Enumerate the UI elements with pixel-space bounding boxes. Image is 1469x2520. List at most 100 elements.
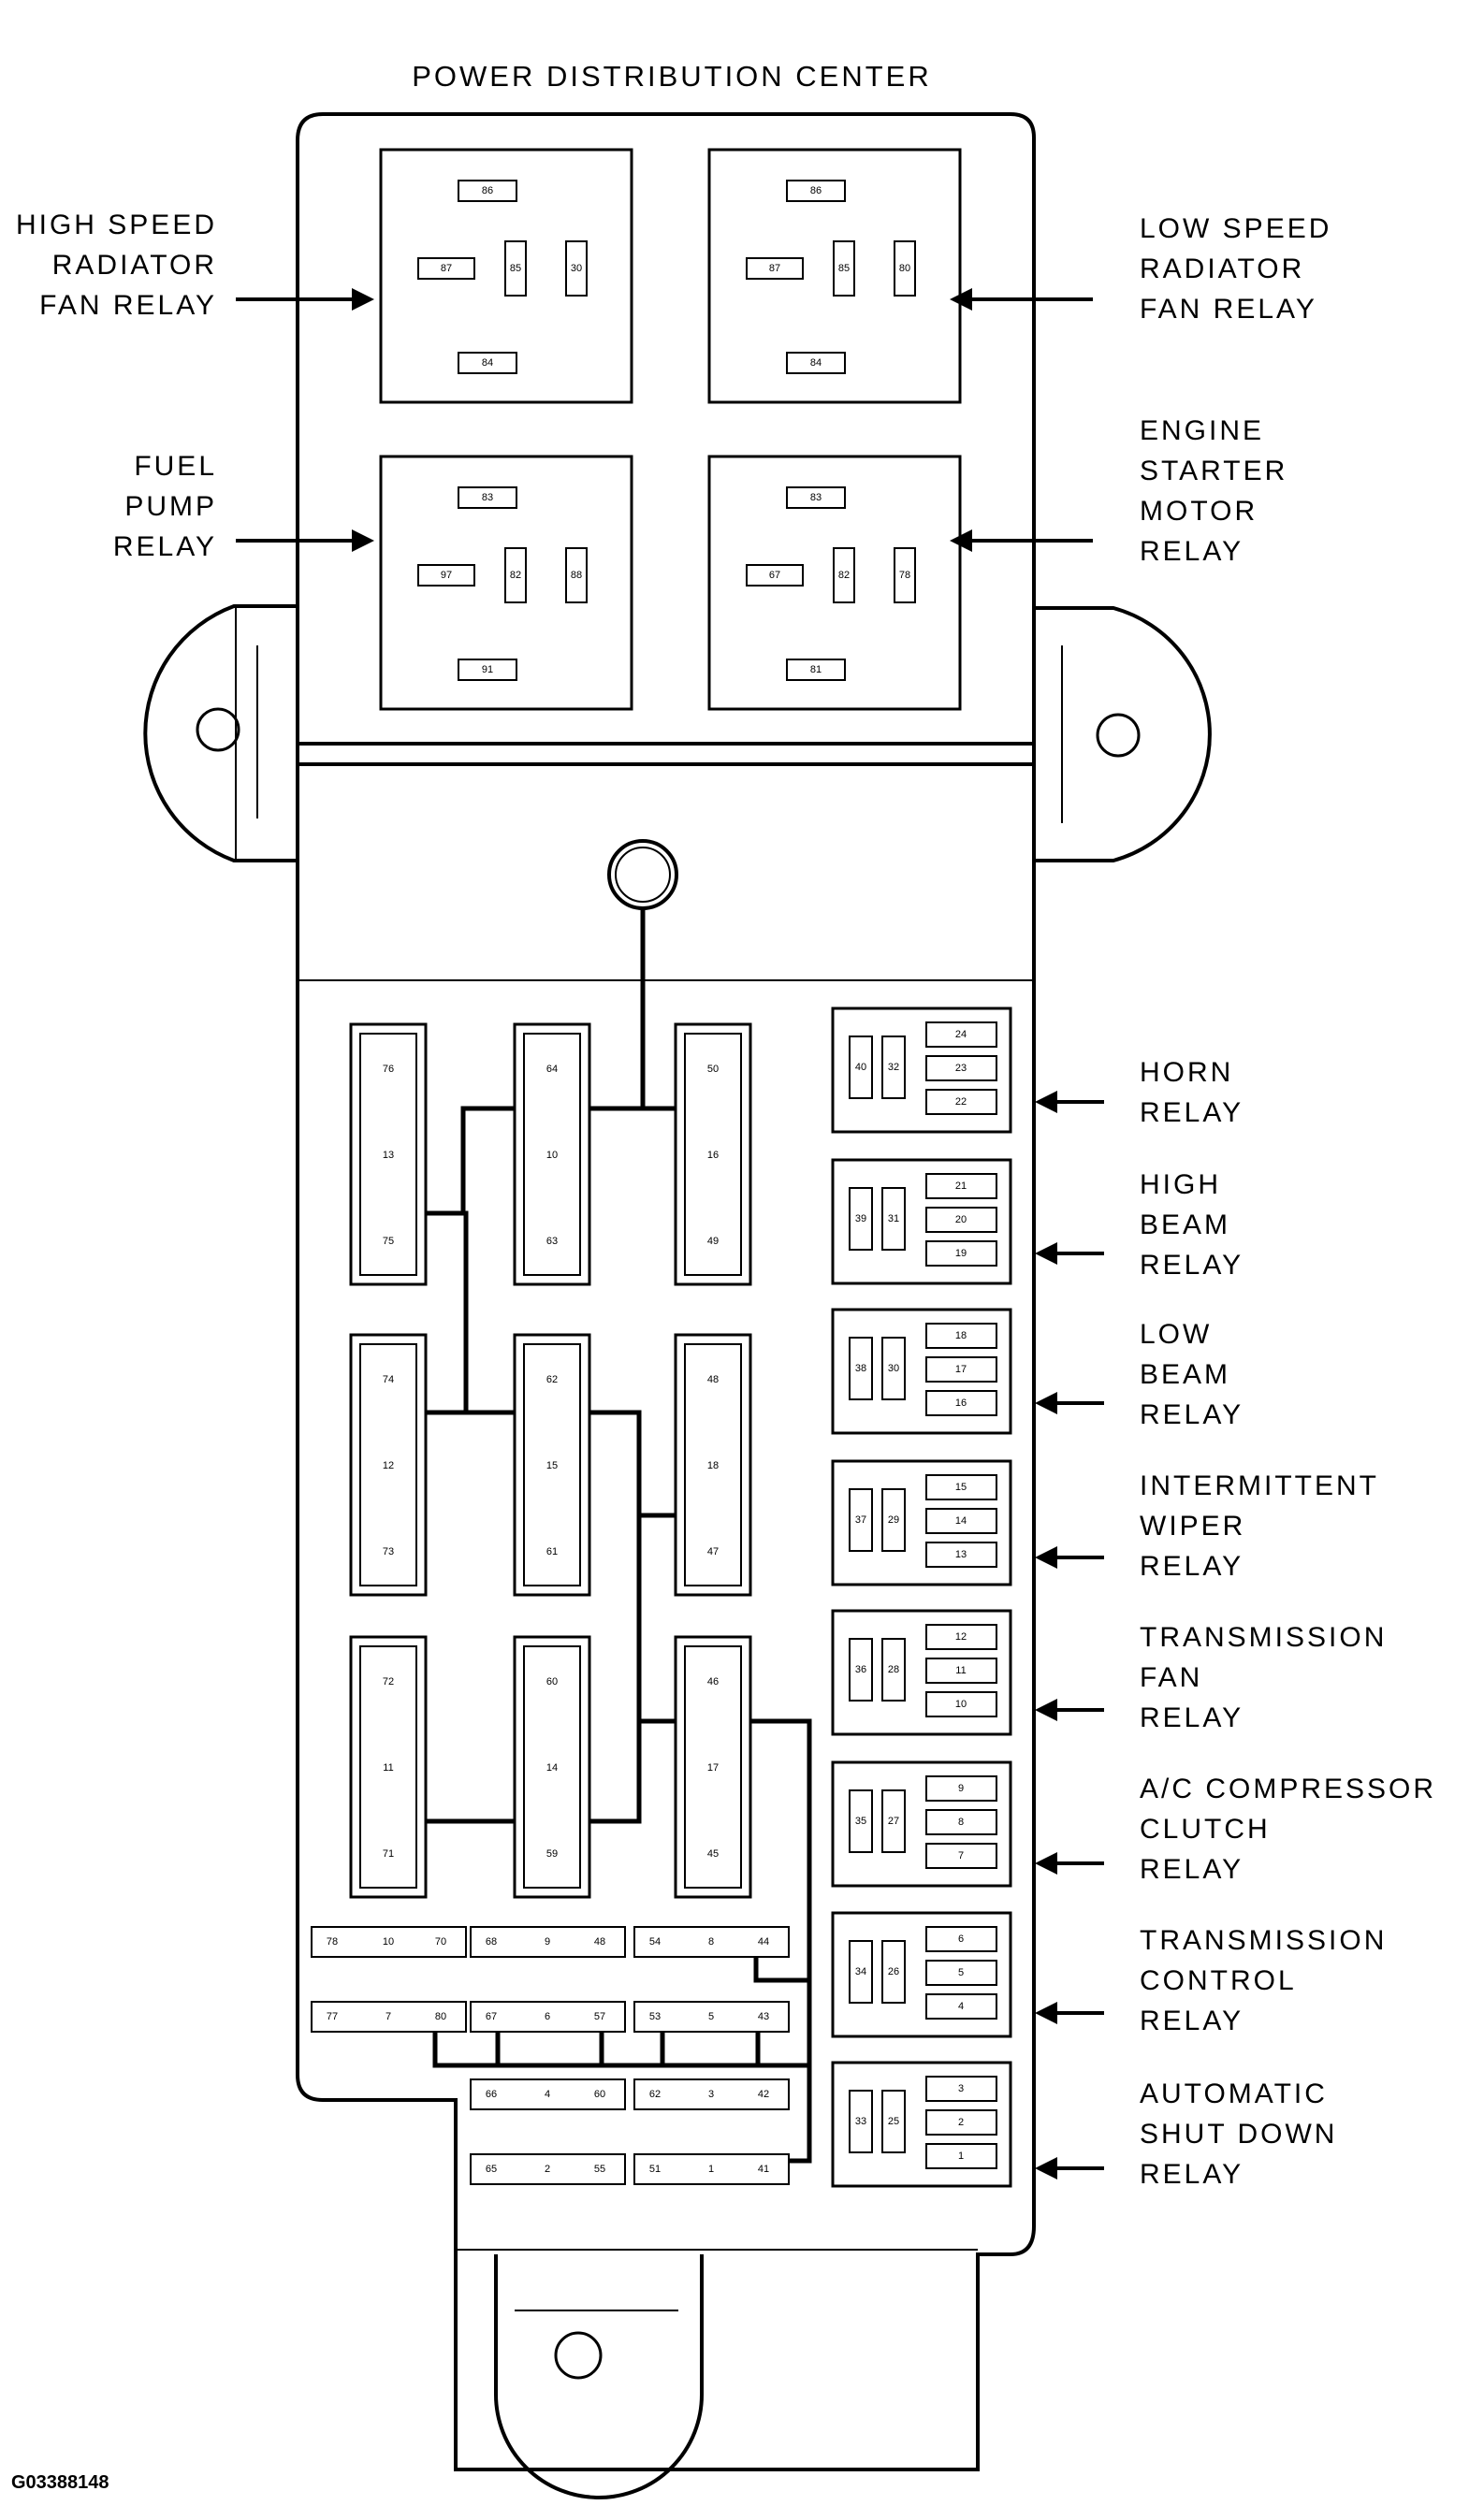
mini-fuse-body: [470, 2153, 626, 2185]
terminal-label: 2: [958, 2117, 964, 2128]
mini-fuse-body: [633, 2078, 790, 2110]
figure-code: G03388148: [11, 2472, 109, 2493]
fuse-terminal-label: 61: [546, 1546, 558, 1557]
terminal-pin: [881, 1940, 906, 2004]
bus-wire: [432, 2019, 809, 2068]
relay-label-line: RELAY: [1140, 1551, 1244, 1582]
terminal-label: 37: [855, 1514, 866, 1526]
mini-fuse-label: 48: [594, 1936, 605, 1948]
terminal-pin: [925, 1474, 997, 1500]
fuse-inner: [523, 1033, 581, 1276]
terminal-pin: [925, 1993, 997, 2020]
relay-label-line: RELAY: [1140, 536, 1244, 567]
terminal-pin: [925, 1356, 997, 1383]
terminal-pin: [786, 659, 846, 681]
terminal-pin: [881, 1036, 906, 1099]
terminal-label: 81: [810, 664, 822, 675]
terminal-label: 78: [899, 570, 910, 581]
mini-fuse-label: 78: [327, 1936, 338, 1948]
terminal-label: 34: [855, 1966, 866, 1977]
mini-fuse-body: [311, 2001, 467, 2033]
terminal-label: 3: [958, 2083, 964, 2094]
terminal-label: 36: [855, 1664, 866, 1675]
fuse-terminal-label: 76: [383, 1064, 394, 1075]
fuse-terminal-label: 50: [707, 1064, 719, 1075]
terminal-label: 31: [888, 1213, 899, 1224]
fuse-terminal-label: 62: [546, 1374, 558, 1385]
terminal-pin: [925, 1691, 997, 1717]
terminal-label: 6: [958, 1933, 964, 1945]
terminal-pin: [894, 240, 916, 297]
terminal-label: 13: [955, 1549, 967, 1560]
terminal-pin: [746, 564, 804, 587]
terminal-label: 84: [482, 357, 493, 369]
fuse-inner: [684, 1033, 742, 1276]
mini-fuse-label: 6: [545, 2011, 550, 2022]
terminal-label: 18: [955, 1330, 967, 1341]
terminal-label: 87: [769, 263, 780, 274]
relay-label-line: BEAM: [1140, 1359, 1230, 1390]
bottom-mounting-hole: [554, 2331, 603, 2380]
terminal-pin: [881, 1488, 906, 1552]
terminal-pin: [849, 1036, 873, 1099]
terminal-label: 12: [955, 1631, 967, 1643]
relay-label-line: WIPER: [1140, 1511, 1245, 1542]
fuse-inner: [359, 1343, 417, 1586]
terminal-pin: [786, 352, 846, 374]
terminal-pin: [417, 257, 475, 280]
mini-fuse-label: 62: [649, 2089, 661, 2100]
fuse-number-label: 18: [707, 1460, 719, 1471]
mini-fuse-label: 70: [435, 1936, 446, 1948]
mini-fuse-label: 8: [708, 1936, 714, 1948]
terminal-pin: [925, 1207, 997, 1233]
right-mounting-hole: [1096, 713, 1141, 758]
fuse-inner: [523, 1343, 581, 1586]
terminal-pin: [746, 257, 804, 280]
terminal-pin: [786, 486, 846, 509]
mini-fuse-label: 10: [383, 1936, 394, 1948]
relay-label-line: PUMP: [124, 491, 217, 522]
callout-arrowhead: [1035, 2002, 1057, 2024]
terminal-pin: [925, 1843, 997, 1869]
relay-label-line: RELAY: [1140, 1399, 1244, 1430]
terminal-label: 40: [855, 1062, 866, 1073]
fuse-terminal-label: 60: [546, 1676, 558, 1687]
terminal-pin: [925, 1960, 997, 1986]
callout-arrowhead: [1035, 1699, 1057, 1721]
relay-label-line: CONTROL: [1140, 1965, 1297, 1996]
callout-arrowhead: [1035, 1091, 1057, 1113]
terminal-pin: [504, 547, 527, 603]
fuse-terminal-label: 72: [383, 1676, 394, 1687]
terminal-label: 24: [955, 1029, 967, 1040]
terminal-label: 26: [888, 1966, 899, 1977]
relay-label-line: A/C COMPRESSOR: [1140, 1774, 1436, 1804]
terminal-label: 25: [888, 2116, 899, 2127]
fuse-number-label: 17: [707, 1762, 719, 1774]
mini-fuse-label: 66: [486, 2089, 497, 2100]
terminal-label: 33: [855, 2116, 866, 2127]
fuse-terminal-label: 73: [383, 1546, 394, 1557]
mini-fuse-label: 57: [594, 2011, 605, 2022]
fuse-terminal-label: 46: [707, 1676, 719, 1687]
fuse-inner: [359, 1645, 417, 1889]
terminal-pin: [925, 1508, 997, 1534]
callout-arrowhead: [1035, 2157, 1057, 2180]
fuse-terminal-label: 47: [707, 1546, 719, 1557]
relay-label-line: HIGH SPEED: [16, 210, 217, 240]
terminal-pin: [881, 1187, 906, 1251]
terminal-label: 16: [955, 1398, 967, 1409]
mini-fuse-label: 2: [545, 2164, 550, 2175]
terminal-label: 23: [955, 1063, 967, 1074]
terminal-label: 39: [855, 1213, 866, 1224]
relay-label-line: RELAY: [1140, 2159, 1244, 2190]
terminal-pin: [881, 1337, 906, 1400]
